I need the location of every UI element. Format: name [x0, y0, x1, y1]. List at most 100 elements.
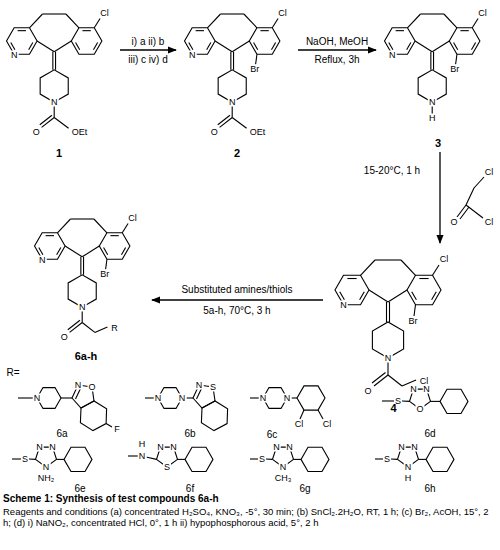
reagent-text: Reflux, 3h [298, 54, 376, 65]
atom-label: Cl [439, 255, 450, 264]
atom-label: N [195, 381, 204, 390]
bond-line [55, 52, 56, 70]
bond-line [207, 14, 220, 28]
atom-label: N [388, 50, 397, 59]
bond-line [65, 246, 82, 257]
compound-label: R= [6, 367, 19, 378]
atom-label: Cl [277, 9, 288, 18]
bond-line [207, 43, 211, 50]
bond-line [232, 118, 246, 129]
ring [99, 233, 130, 259]
atom-label: N [279, 463, 288, 472]
bond-line [388, 290, 407, 302]
bond-line [93, 43, 97, 50]
atom-label: N [228, 98, 237, 107]
bond-line [37, 41, 54, 52]
atom-label: F [113, 425, 121, 434]
atom-label: O [415, 405, 424, 414]
atom-label: N [38, 255, 47, 264]
bond-line [39, 248, 43, 255]
bond-line [430, 52, 431, 70]
atom-label: N [188, 50, 197, 59]
atom-label: Br [99, 269, 110, 278]
atom-label: CH₃ [274, 474, 293, 483]
bond-line [110, 235, 118, 236]
bond-line [196, 30, 204, 31]
compound-number: 3 [435, 137, 441, 150]
bond-line [52, 52, 53, 70]
atom-label: N [78, 303, 87, 312]
bond-line [472, 19, 478, 28]
reagent-structure [457, 177, 484, 219]
compound-box: 6a-h [22, 205, 150, 363]
bond-line [432, 106, 433, 114]
atom-label: R [110, 323, 119, 332]
bond-line [82, 323, 95, 333]
atom-label: N [384, 354, 393, 363]
bond-line [18, 30, 26, 31]
bond-line [396, 30, 404, 31]
atom-label: O [210, 127, 219, 136]
atom-label: N [285, 443, 294, 452]
atom-label: Cl [484, 218, 495, 227]
bond-line [76, 43, 80, 50]
bond-line [104, 248, 108, 255]
bond-line [57, 248, 61, 255]
bond-line [83, 257, 84, 275]
bond-line [71, 218, 94, 219]
atom-label: N [50, 98, 59, 107]
bond-line [375, 259, 401, 260]
atom-label: N [74, 381, 83, 390]
ring [249, 28, 280, 54]
ring [449, 28, 480, 54]
tricyclic-structure [185, 14, 280, 128]
bond-line [230, 52, 231, 70]
bond-line [68, 320, 80, 329]
bond-line [57, 219, 70, 233]
atom-label: N [410, 443, 419, 452]
bond-line [46, 235, 54, 236]
atom-label: N [283, 394, 292, 403]
atom-label: O [87, 383, 96, 392]
reaction-arrow [120, 49, 176, 50]
compound-number: 6a-h [75, 350, 98, 363]
atom-label: N [178, 394, 187, 403]
bond-line [272, 19, 278, 28]
bond-line [360, 292, 365, 300]
bond-line [372, 373, 386, 384]
ring [407, 275, 441, 304]
atom-label: N [272, 443, 281, 452]
bond-line [444, 14, 457, 28]
atom-label: Cl [294, 420, 305, 429]
bond-line [80, 257, 81, 275]
atom-label: N [48, 443, 57, 452]
atom-label: N [428, 98, 437, 107]
bond-line [29, 43, 33, 50]
atom-label: N [35, 443, 44, 452]
bond-line [454, 43, 458, 50]
atom-label: N [409, 385, 418, 394]
atom-label: Br [449, 64, 460, 73]
reaction-condition: NaOH, MeOH [297, 36, 377, 47]
bond-line [215, 41, 232, 52]
bond-line [95, 327, 108, 332]
bond-line [389, 43, 393, 50]
compound-label: 6b [184, 428, 195, 439]
bond-line [11, 43, 15, 50]
bond-line [456, 54, 457, 64]
reaction-arrow [152, 299, 323, 300]
compound-box: 2 [178, 0, 296, 160]
bond-line [414, 305, 416, 316]
atom-label: Cl [477, 9, 488, 18]
bond-line [82, 30, 90, 31]
bond-line [256, 54, 257, 64]
bond-line [415, 41, 432, 52]
tricyclic-structure [7, 14, 102, 128]
atom-label: O [363, 387, 372, 396]
compound-label: 6d [424, 428, 435, 439]
compound-label: 6f [186, 483, 194, 494]
reaction-arrow [298, 49, 376, 50]
ring [71, 28, 102, 54]
bond-line [387, 362, 388, 375]
bond-line [433, 52, 434, 70]
